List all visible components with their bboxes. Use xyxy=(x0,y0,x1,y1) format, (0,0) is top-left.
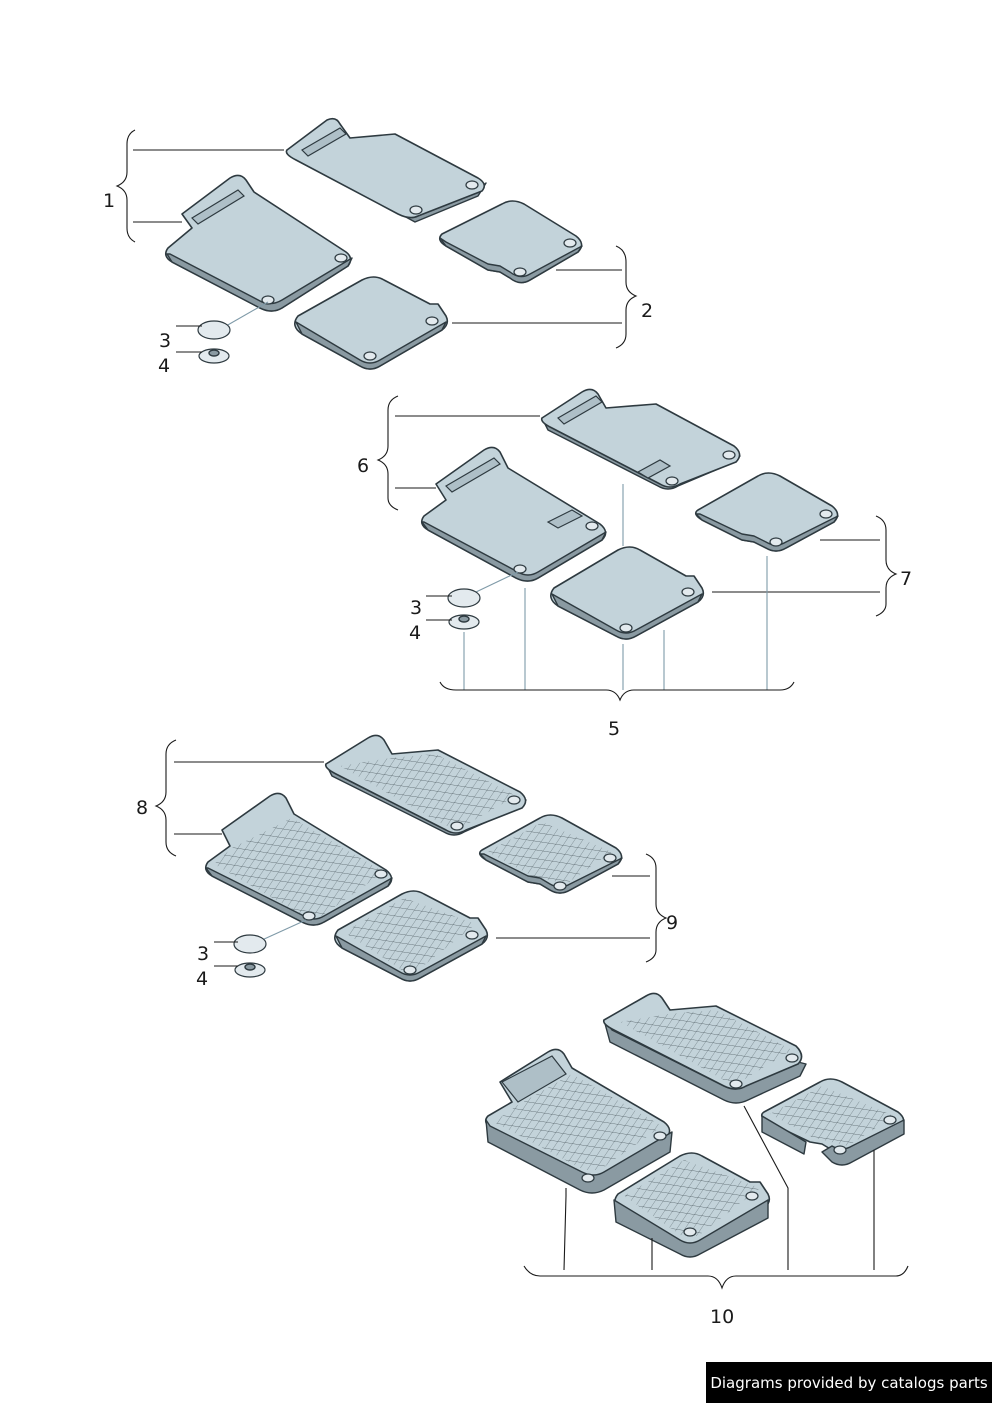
callout-3: 3 xyxy=(197,943,210,965)
callout-4: 4 xyxy=(409,622,422,644)
mat-set-group-8 xyxy=(154,734,668,982)
callout-9: 9 xyxy=(666,912,679,934)
mat-grommet xyxy=(729,1079,743,1089)
callout-4: 4 xyxy=(158,355,171,377)
mat-grommet xyxy=(261,295,275,305)
mat-grommet xyxy=(302,911,316,921)
callout-8: 8 xyxy=(136,797,149,819)
mat-grommet xyxy=(409,205,423,215)
retaining-clip-cap xyxy=(447,588,481,608)
mat-grommet xyxy=(513,267,527,277)
callout-5: 5 xyxy=(608,718,621,740)
front-passenger-mat xyxy=(285,117,487,223)
mat-grommet xyxy=(833,1145,847,1155)
mat-grommet xyxy=(585,521,599,531)
callout-10: 10 xyxy=(710,1306,735,1328)
mat-grommet xyxy=(374,869,388,879)
front-passenger-mat xyxy=(324,734,527,836)
mat-grommet xyxy=(513,564,527,574)
callout-3: 3 xyxy=(159,330,172,352)
retaining-clip-cap xyxy=(233,934,267,954)
mat-grommet xyxy=(665,476,679,486)
front-passenger-mat xyxy=(540,388,741,490)
mat-grommet xyxy=(681,587,695,597)
front-driver-tray-mat xyxy=(484,1048,673,1194)
callout-7: 7 xyxy=(900,568,913,590)
callout-3: 3 xyxy=(410,597,423,619)
mat-grommet xyxy=(507,795,521,805)
rear-left-mat xyxy=(550,546,705,640)
mat-grommet xyxy=(883,1115,897,1125)
credit-banner: Diagrams provided by catalogs parts xyxy=(706,1362,992,1403)
rear-right-tray-mat xyxy=(760,1078,905,1166)
callout-2: 2 xyxy=(641,300,654,322)
mat-grommet xyxy=(465,930,479,940)
mat-set-group-5 xyxy=(376,388,898,702)
mat-grommet xyxy=(465,180,479,190)
mat-grommet xyxy=(683,1227,697,1237)
front-driver-mat xyxy=(420,446,607,582)
mat-grommet xyxy=(363,351,377,361)
mat-grommet xyxy=(403,965,417,975)
mat-grommet xyxy=(769,537,783,547)
mat-grommet xyxy=(450,821,464,831)
callout-1: 1 xyxy=(103,190,116,212)
rear-right-mat xyxy=(478,814,623,894)
retaining-clip-cap xyxy=(197,320,231,340)
mat-grommet xyxy=(563,238,577,248)
rear-left-mat xyxy=(334,890,489,982)
mat-set-group-1 xyxy=(115,117,638,370)
mat-set-group-10 xyxy=(484,992,909,1290)
mat-grommet xyxy=(553,881,567,891)
mat-grommet xyxy=(603,853,617,863)
callout-6: 6 xyxy=(357,455,370,477)
mat-grommet xyxy=(785,1053,799,1063)
rear-left-mat xyxy=(294,276,449,370)
mat-grommet xyxy=(745,1191,759,1201)
rear-right-mat xyxy=(438,200,583,284)
mat-grommet xyxy=(819,509,833,519)
front-driver-mat xyxy=(204,792,393,926)
callout-4: 4 xyxy=(196,968,209,990)
mat-grommet xyxy=(619,623,633,633)
mat-grommet xyxy=(581,1173,595,1183)
mat-grommet xyxy=(722,450,736,460)
mat-grommet xyxy=(653,1131,667,1141)
mat-grommet xyxy=(425,316,439,326)
front-driver-mat xyxy=(164,174,353,312)
rear-left-tray-mat xyxy=(613,1152,771,1258)
rear-right-mat xyxy=(694,472,839,552)
mat-grommet xyxy=(334,253,348,263)
front-passenger-tray-mat xyxy=(602,992,807,1104)
